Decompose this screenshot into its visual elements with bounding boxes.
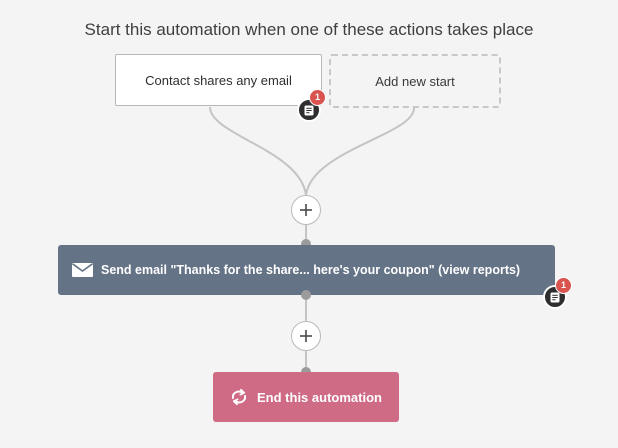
note-icon (550, 292, 560, 303)
add-start-connector (305, 107, 415, 196)
page-title: Start this automation when one of these … (84, 20, 534, 39)
add-step-button[interactable] (291, 321, 321, 351)
connector-dot (301, 239, 311, 249)
note-icon (304, 105, 314, 116)
trigger-contact-shares-email[interactable]: Contact shares any email (115, 54, 322, 106)
trigger-connector (209, 106, 307, 196)
connector-dot (301, 290, 311, 300)
add-new-start-label: Add new start (375, 73, 455, 89)
plus-icon (300, 330, 312, 342)
trigger-label: Contact shares any email (145, 72, 292, 88)
trigger-notes-count-badge: 1 (309, 89, 326, 106)
add-new-start-button[interactable]: Add new start (329, 54, 501, 108)
end-automation-label: End this automation (257, 389, 382, 405)
send-email-action[interactable]: Send email "Thanks for the share... here… (58, 245, 555, 295)
add-step-button[interactable] (291, 195, 321, 225)
envelope-icon (72, 263, 93, 277)
action-notes-count-badge: 1 (555, 277, 572, 294)
send-email-action-label: Send email "Thanks for the share... here… (101, 263, 521, 277)
plus-icon (300, 204, 312, 216)
end-automation-button[interactable]: End this automation (213, 372, 399, 422)
loop-arrows-icon (231, 389, 247, 405)
